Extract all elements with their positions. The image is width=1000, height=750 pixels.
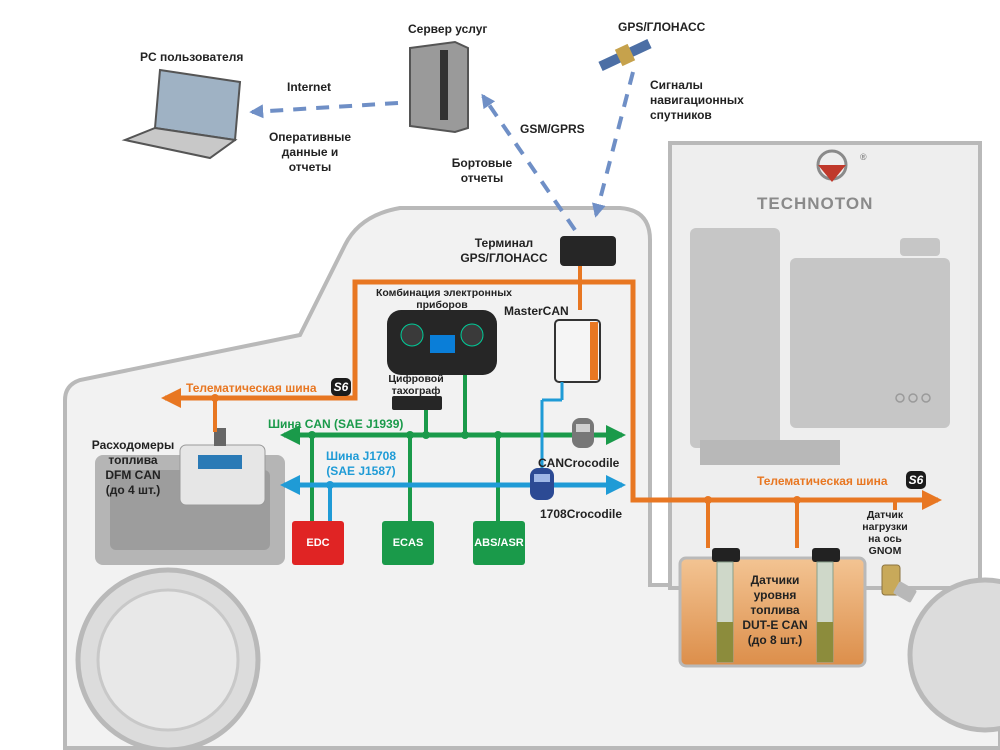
pc-user-label: PC пользователя bbox=[140, 50, 244, 64]
tachograph bbox=[392, 396, 442, 410]
laptop-illustration bbox=[121, 68, 242, 160]
crocodile-1708-device bbox=[530, 468, 554, 500]
telematics-bus-line bbox=[161, 279, 942, 510]
brand-name: TECHNOTON bbox=[757, 194, 874, 213]
mastercan-label: MasterCAN bbox=[504, 304, 569, 318]
crocodile-1708-label: 1708Crocodile bbox=[540, 507, 623, 521]
technoton-logo bbox=[816, 149, 848, 182]
instrument-cluster bbox=[387, 310, 497, 375]
s6-badge-right: S6 bbox=[906, 471, 926, 489]
rear-wheel bbox=[907, 577, 1000, 733]
gps-terminal bbox=[560, 236, 616, 266]
fuel-level-sensor-2 bbox=[812, 548, 840, 663]
link-terminal-server bbox=[481, 93, 577, 232]
server-label: Сервер услуг bbox=[408, 22, 488, 36]
link-satellite-terminal bbox=[592, 71, 635, 218]
gsm-gprs-label: GSM/GPRS bbox=[520, 122, 585, 136]
telematics-bus-label-left: Телематическая шина bbox=[186, 381, 317, 395]
can-bus-label: Шина CAN (SAE J1939) bbox=[268, 417, 404, 431]
fuel-level-sensor-1 bbox=[712, 548, 740, 663]
can-crocodile-device bbox=[572, 418, 594, 448]
link-server-pc bbox=[249, 101, 399, 119]
internet-label: Internet bbox=[287, 80, 332, 94]
server-illustration bbox=[409, 40, 469, 134]
abs-asr-box: ABS/ASR bbox=[473, 521, 525, 565]
gps-label: GPS/ГЛОНАСС bbox=[618, 20, 706, 34]
satellite-illustration bbox=[598, 39, 652, 71]
j1708-bus-label: Шина J1708(SAE J1587) bbox=[325, 449, 397, 478]
edc-box: EDC bbox=[292, 521, 344, 565]
axle-load-sensor bbox=[881, 564, 917, 603]
can-crocodile-label: CANCrocodile bbox=[538, 456, 620, 470]
ecas-box: ECAS bbox=[382, 521, 434, 565]
s6-badge-left: S6 bbox=[331, 378, 351, 396]
telematics-bus-label-right: Телематическая шина bbox=[757, 474, 888, 488]
registered-mark: ® bbox=[860, 152, 867, 162]
mastercan-device bbox=[554, 319, 601, 383]
